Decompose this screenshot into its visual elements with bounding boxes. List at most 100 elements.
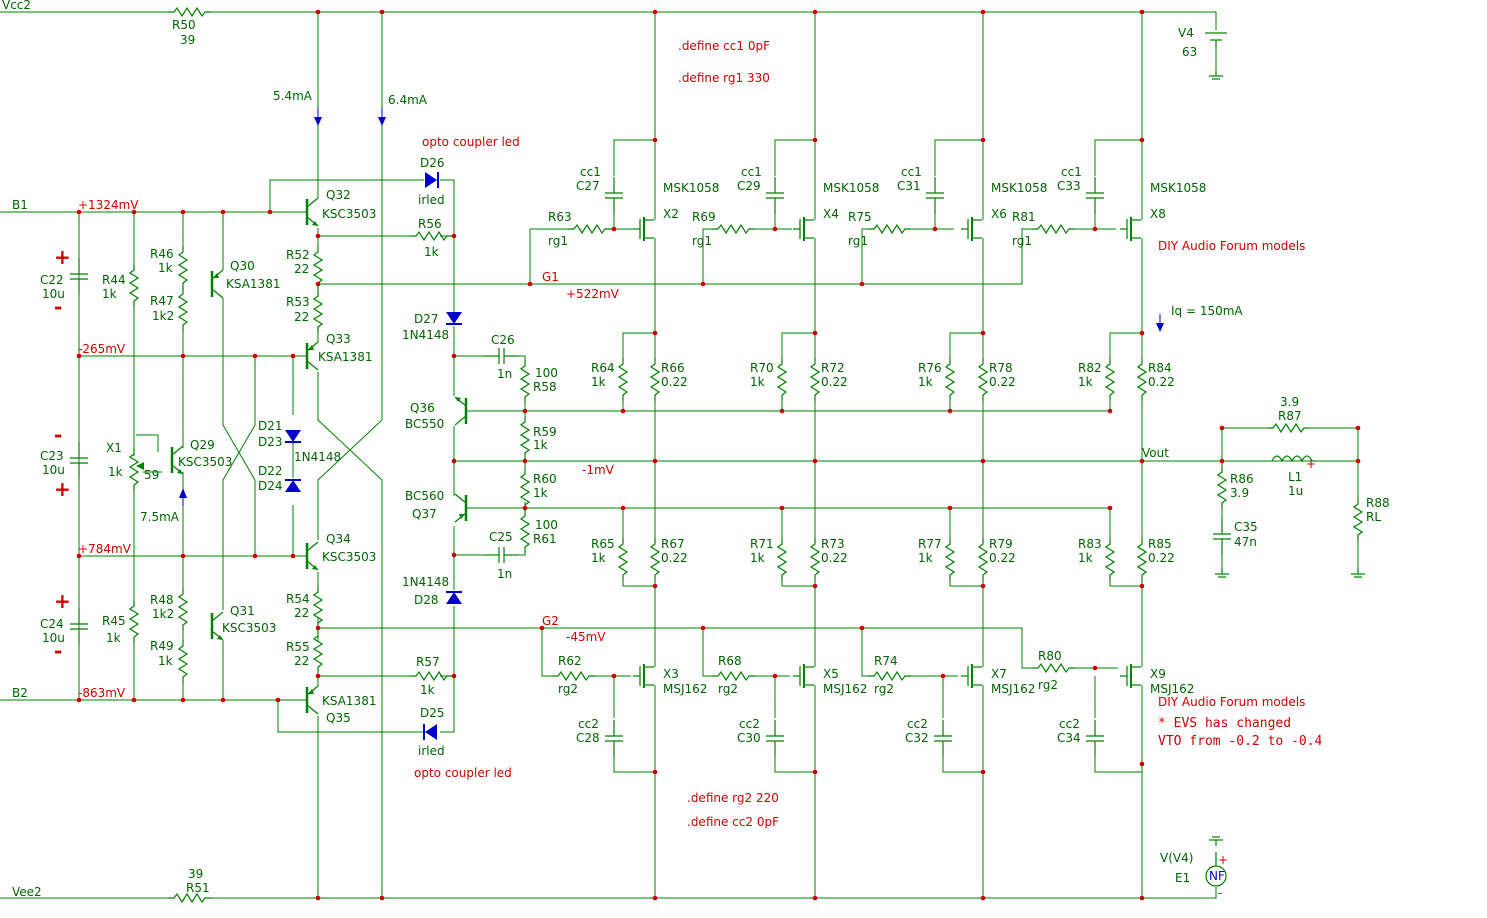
label-E1-0: V(V4) — [1160, 851, 1193, 865]
junction-dot — [980, 769, 986, 775]
label-R55-0: R55 — [286, 640, 310, 654]
label-C34: C34 — [1057, 731, 1081, 745]
junction-dot — [220, 209, 226, 215]
label-X4-model: MSK1058 — [823, 181, 879, 195]
label-C30: C30 — [737, 731, 761, 745]
note-evs-2: VTO from -0.2 to -0.4 — [1158, 734, 1323, 749]
junction-dot — [947, 505, 953, 511]
junction-dot — [522, 458, 528, 464]
junction-dot — [812, 330, 818, 336]
label-R54-0: R54 — [286, 592, 310, 606]
label-R64-value: 1k — [591, 375, 606, 389]
label-C30-value: cc2 — [739, 717, 760, 731]
note-define-cc1: .define cc1 0pF — [678, 39, 770, 53]
junction-dot — [131, 209, 137, 215]
junction-dot — [180, 697, 186, 703]
junction-dot — [1092, 665, 1098, 671]
current-iq: Iq = 150mA — [1171, 304, 1243, 318]
voltage-out: -1mV — [582, 463, 615, 477]
note-opto-top: opto coupler led — [422, 135, 520, 149]
label-R58-0: 100 — [535, 366, 558, 380]
label-R59-1: 1k — [533, 438, 548, 452]
label-R54-1: 22 — [294, 606, 309, 620]
label-R64: R64 — [591, 361, 615, 375]
junction-dot — [1139, 895, 1145, 901]
note-define-rg1: .define rg1 330 — [678, 71, 770, 85]
junction-dot — [180, 209, 186, 215]
label-R46-1: 1k — [158, 261, 173, 275]
label-C35-0: C35 — [1234, 520, 1258, 534]
junction-dot — [315, 673, 321, 679]
label-X6-model: MSK1058 — [991, 181, 1047, 195]
junction-dot — [652, 330, 658, 336]
label-R74: R74 — [874, 654, 898, 668]
junction-dot — [180, 553, 186, 559]
label-R86-0: R86 — [1230, 472, 1254, 486]
label-R48-1: 1k2 — [152, 607, 174, 621]
label-D26-0: D26 — [420, 156, 445, 170]
junction-dot — [1139, 9, 1145, 15]
label-R88-0: R88 — [1366, 496, 1390, 510]
junction-dot — [859, 625, 865, 631]
junction-dot — [700, 625, 706, 631]
junction-dot — [1219, 458, 1225, 464]
net-g1: G1 — [542, 270, 559, 284]
label-R61-1: R61 — [533, 532, 557, 546]
label-R84-value: 0.22 — [1148, 375, 1175, 389]
label-C28-value: cc2 — [578, 717, 599, 731]
label-E1-1: E1 — [1175, 871, 1190, 885]
label-X8: X8 — [1150, 207, 1166, 221]
label-R85-value: 0.22 — [1148, 551, 1175, 565]
label-R56-1: 1k — [424, 245, 439, 259]
current-75: 7.5mA — [140, 510, 180, 524]
net-vcc2: Vcc2 — [2, 0, 31, 12]
junction-dot — [779, 408, 785, 414]
note-diy-bottom: DIY Audio Forum models — [1158, 695, 1305, 709]
label-R67: R67 — [661, 537, 685, 551]
polarity-c22-plus: + — [54, 245, 71, 269]
label-X2-model: MSK1058 — [663, 181, 719, 195]
label-D22-0: D22 — [258, 464, 283, 478]
junction-dot — [652, 9, 658, 15]
label-R61-0: 100 — [535, 518, 558, 532]
label-R74-value: rg2 — [874, 682, 894, 696]
label-X6: X6 — [991, 207, 1007, 221]
label-X1-0: X1 — [106, 441, 122, 455]
junction-dot — [620, 408, 626, 414]
net-g2: G2 — [542, 614, 559, 628]
label-C29-value: cc1 — [741, 165, 762, 179]
label-R63: R63 — [548, 210, 572, 224]
wiring — [0, 11, 1360, 899]
junction-dot — [220, 697, 226, 703]
junction-dot — [652, 769, 658, 775]
label-R65-value: 1k — [591, 551, 606, 565]
label-R68: R68 — [718, 654, 742, 668]
junction-dot — [131, 697, 137, 703]
label-R73-value: 0.22 — [821, 551, 848, 565]
output-columns-components — [551, 176, 1147, 758]
label-R60-1: 1k — [533, 486, 548, 500]
junction-dot — [451, 673, 457, 679]
label-C26-1: 1n — [497, 367, 512, 381]
junction-dot — [1139, 458, 1145, 464]
label-X5: X5 — [823, 667, 839, 681]
label-R79-value: 0.22 — [989, 551, 1016, 565]
junction-dot — [379, 9, 385, 15]
label-X5-model: MSJ162 — [823, 682, 867, 696]
label-C34-value: cc2 — [1059, 717, 1080, 731]
junction-dot — [451, 353, 457, 359]
components — [69, 7, 1366, 903]
junction-dot — [539, 625, 545, 631]
label-V4-1: 63 — [1182, 45, 1197, 59]
polarity-c23-plus: + — [54, 477, 71, 501]
label-R81: R81 — [1012, 210, 1036, 224]
polarity-c22-minus: - — [54, 295, 62, 319]
label-R50-1: 39 — [180, 33, 195, 47]
junction-dot — [315, 895, 321, 901]
junction-dot — [275, 697, 281, 703]
junction-dot — [812, 895, 818, 901]
label-R80-value: rg2 — [1038, 678, 1058, 692]
junction-dot — [812, 583, 818, 589]
junction-dot — [76, 209, 82, 215]
label-R70: R70 — [750, 361, 774, 375]
